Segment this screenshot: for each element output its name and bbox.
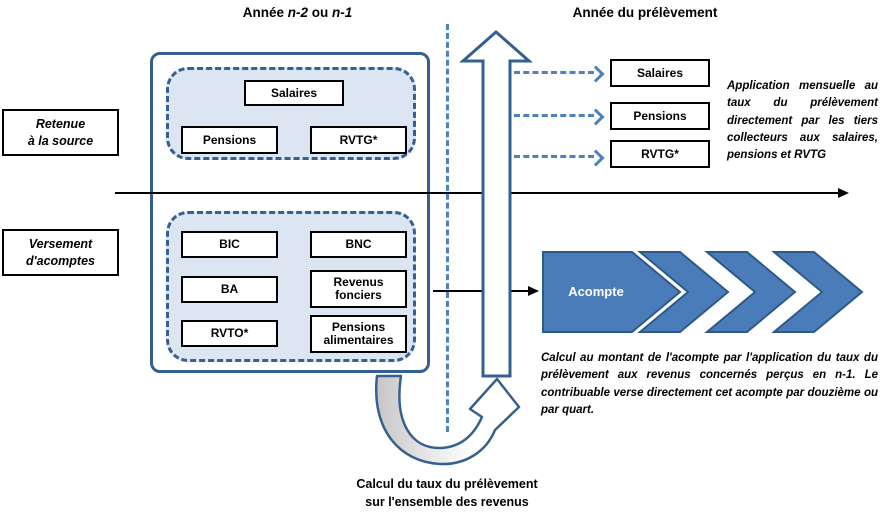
dashed-arrowhead-pensions-icon xyxy=(587,108,605,126)
box-bic: BIC xyxy=(181,231,278,258)
header-left-text: Année xyxy=(242,5,288,20)
box-pensions: Pensions xyxy=(181,126,278,154)
dashed-arrow-rvtg xyxy=(514,155,594,158)
box-revenus-fonciers: Revenus fonciers xyxy=(310,270,407,308)
dashed-arrow-salaires xyxy=(514,71,594,74)
acompte-calculation-note: Calcul au montant de l'acompte par l'app… xyxy=(541,352,878,416)
acompte-chevron-arrow-icon xyxy=(542,251,864,333)
box-pensions-alimentaires: Pensions alimentaires xyxy=(310,315,407,353)
versement-line1: Versement xyxy=(28,236,93,251)
box-ba: BA xyxy=(181,276,278,303)
acompte-label: Acompte xyxy=(568,284,624,299)
box-salaires: Salaires xyxy=(244,80,344,106)
versement-line2: d'acomptes xyxy=(26,253,95,268)
rate-caption-line2: sur l'ensemble des revenus xyxy=(365,494,529,509)
acompte-link-arrow-icon xyxy=(528,286,539,296)
year-separator-dashed-line xyxy=(446,24,449,432)
box-rvtg: RVTG* xyxy=(310,126,407,154)
box-bnc: BNC xyxy=(310,231,407,258)
header-left-n1: n-1 xyxy=(332,5,353,20)
box-rvto: RVTO* xyxy=(181,320,278,347)
label-retenue-a-la-source: Retenue à la source xyxy=(2,109,119,156)
header-left-ou: ou xyxy=(308,5,332,20)
header-left-n2: n-2 xyxy=(287,5,308,20)
header-year-prelevement: Année du prélèvement xyxy=(572,5,718,20)
monthly-application-note: Application mensuelle au taux du prélève… xyxy=(727,80,878,161)
dashed-arrowhead-salaires-icon xyxy=(587,65,605,83)
label-versement-acomptes: Versement d'acomptes xyxy=(2,229,119,276)
up-arrow-icon xyxy=(459,30,533,378)
timeline-arrow-icon xyxy=(838,188,849,198)
dashed-arrowhead-rvtg-icon xyxy=(587,149,605,167)
timeline-line xyxy=(115,192,841,194)
collector-box-salaires: Salaires xyxy=(610,59,710,87)
rate-caption-line1: Calcul du taux du prélèvement xyxy=(356,477,538,491)
retenue-line2: à la source xyxy=(27,133,94,148)
collector-box-pensions: Pensions xyxy=(610,102,710,130)
header-year-n2-n1: Année n-2 ou n-1 xyxy=(155,5,440,20)
dashed-arrow-pensions xyxy=(514,114,594,117)
retenue-line1: Retenue xyxy=(35,116,86,131)
collector-box-rvtg: RVTG* xyxy=(610,140,710,168)
rate-calculation-caption: Calcul du taux du prélèvement sur l'ense… xyxy=(327,476,567,511)
curved-arrow-icon xyxy=(374,374,521,466)
